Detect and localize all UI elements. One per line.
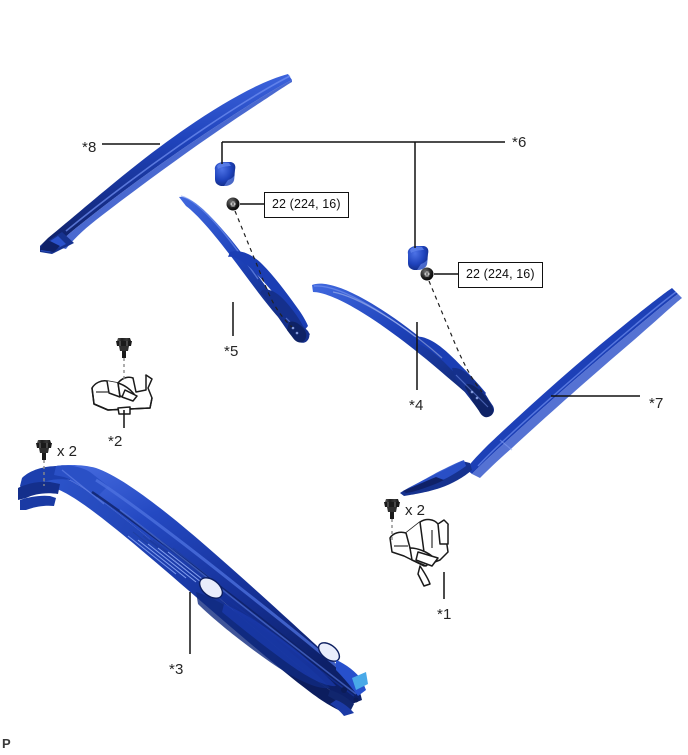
part-wiper-blade-long bbox=[400, 288, 682, 496]
part-wiper-arm-cap-driver bbox=[214, 162, 236, 186]
leader-lines bbox=[102, 141, 640, 654]
part-cowl-top-panel bbox=[18, 465, 368, 716]
nut-marker-passenger bbox=[420, 267, 483, 393]
callout-label-2: *2 bbox=[108, 433, 123, 450]
bolt-cowl-left bbox=[36, 440, 52, 486]
part-bracket-left bbox=[91, 374, 153, 415]
callout-label-7: *7 bbox=[649, 395, 664, 412]
nut-marker-driver bbox=[226, 197, 293, 328]
part-wiper-arm-cap-passenger bbox=[407, 246, 429, 270]
bolt-bracket-left bbox=[116, 338, 132, 382]
torque-spec-box-passenger: 22 (224, 16) bbox=[458, 262, 543, 288]
callout-label-3: *3 bbox=[169, 661, 184, 678]
part-wiper-arm-passenger bbox=[312, 283, 494, 418]
callout-label-4: *4 bbox=[409, 397, 424, 414]
quantity-label-bracket-right: x 2 bbox=[405, 502, 426, 519]
bolt-bracket-right bbox=[384, 499, 400, 540]
quantity-label-cowl-left: x 2 bbox=[57, 443, 78, 460]
page-mark: P bbox=[2, 736, 11, 751]
part-wiper-blade-short bbox=[40, 74, 292, 254]
part-bracket-right bbox=[389, 518, 449, 587]
part-wiper-arm-driver bbox=[179, 195, 310, 343]
torque-spec-box-driver: 22 (224, 16) bbox=[264, 192, 349, 218]
callout-label-1: *1 bbox=[437, 606, 452, 623]
callout-label-8: *8 bbox=[82, 139, 97, 156]
callout-label-6: *6 bbox=[512, 134, 527, 151]
callout-label-5: *5 bbox=[224, 343, 239, 360]
